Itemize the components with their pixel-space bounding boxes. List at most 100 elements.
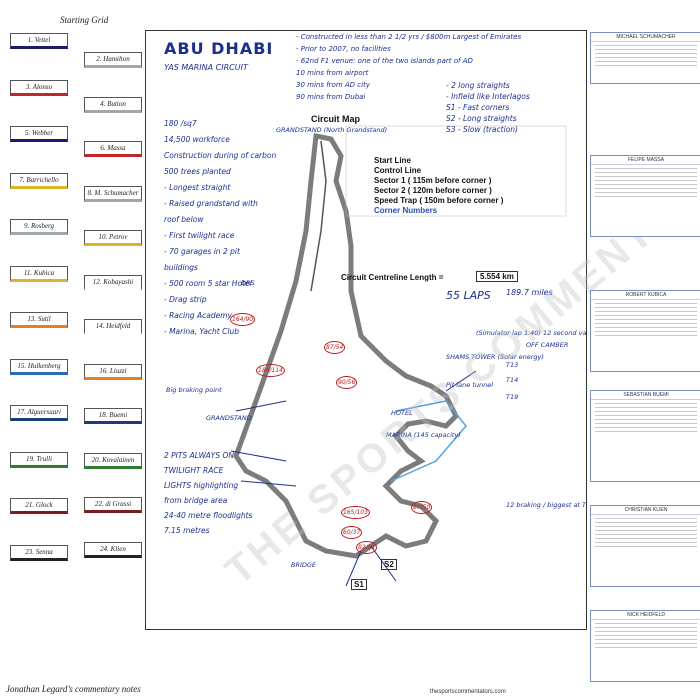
grid-position: 18. Buemi [84,408,142,424]
grid-position: 23. Senna [10,544,68,561]
driver-card: FELIPE MASSA [590,155,700,237]
driver-card-text-line [595,192,697,193]
driver-card-text-line [595,335,697,336]
left-note-line: - Longest straight [164,183,231,192]
top-note-line: 90 mins from Dubai [296,93,366,101]
legend-box [345,125,567,217]
bottom-note-line: from bridge area [164,496,228,505]
driver-card: SEBASTIAN BUEMI [590,390,700,482]
driver-card-text-line [595,526,697,527]
left-note-line: 14,500 workforce [164,135,230,144]
left-note-line: 500 trees planted [164,167,231,176]
grid-position: 17. Alguersuari [10,405,68,421]
grid-position: 15. Hulkenberg [10,358,68,375]
driver-card-text-line [595,168,697,169]
driver-card: CHRISTIAN KLIEN [590,505,700,587]
annotation-hotel: HOTEL [391,409,413,417]
driver-card-text-line [595,623,697,624]
annotation-t13: T13 [506,361,519,369]
pit-lane-line [310,140,327,292]
circuit-length-value: 5.554 km [476,271,518,282]
annotation-yas_tunnel: Pit lane tunnel [446,381,494,389]
grid-position: 14. Heidfeld [84,319,142,335]
right-note-line: - Infield like Interlagos [446,92,530,101]
right-note-line: S2 - Long straights [446,114,517,123]
grid-position: 10. Petrov [84,230,142,246]
speed-note: 165/103 [341,506,370,519]
top-note-line: - Constructed in less than 2 1/2 yrs / $… [296,33,522,41]
driver-card-text-line [595,323,697,324]
bottom-note-line: 7.15 metres [164,526,210,535]
speed-note: 184/114 [256,364,285,377]
speed-note: 82/51 [356,541,378,554]
driver-card-text-line [595,518,697,519]
annotation-braking: Big braking point [166,386,222,394]
driver-card: NICK HEIDFELD [590,610,700,682]
driver-card-title: ROBERT KUBICA [591,291,700,300]
speed-note: 164/90 [230,313,256,326]
top-note-line: - 62nd F1 venue: one of the two islands … [296,57,473,65]
grid-position: 12. Kobayashi [84,274,142,291]
driver-card-text-line [595,423,697,424]
legend-item: Corner Numbers [374,206,438,215]
notes-subtitle: YAS MARINA CIRCUIT [164,63,248,72]
driver-card-text-line [595,415,697,416]
footer-caption: Jonathan Legard’s commentary notes [6,684,141,694]
sector-1-marker: S1 [351,579,367,590]
blue-marina-route [390,400,467,482]
top-note-line: 30 mins from AD city [296,81,370,89]
driver-card-text-line [595,319,697,320]
driver-card-text-line [595,639,697,640]
grid-position: 24. Klien [84,541,142,558]
annotation-t14: T14 [506,376,519,384]
grid-position: 1. Vettel [10,33,68,49]
grid-position: 7. Barrichello [10,172,68,189]
right-note-line: S1 - Fast corners [446,103,510,112]
circuit-length-label: Circuit Centreline Length = [341,273,444,282]
left-note-line: 180 /sq7 [164,119,197,128]
left-note-line: - Marina, Yacht Club [164,327,239,336]
driver-card-title: FELIPE MASSA [591,156,700,165]
speed-note: 87/54 [324,341,346,354]
annotation-bridge: BRIDGE [291,561,317,569]
top-note-line: 10 mins from airport [296,69,369,77]
sector-2-marker: S2 [381,559,397,570]
driver-card-text-line [595,627,697,628]
grid-position: 11. Kubica [10,265,68,282]
annotation-braking2: 12 braking / biggest at T8 [506,501,587,509]
driver-card-text-line [595,45,697,46]
driver-card: MICHAEL SCHUMACHER [590,32,700,84]
driver-card-text-line [595,647,697,648]
annotation-grand: GRANDSTAND [206,414,252,422]
top-note-line: - Prior to 2007, no facilities [296,45,391,53]
circuit-map-drawing [230,125,567,587]
annotation-simulator: (Simulator lap 1.40) 12 second variation [476,329,587,337]
grid-position: 5. Webber [10,126,68,142]
driver-card-text-line [595,180,697,181]
driver-card-text-line [595,542,697,543]
driver-card-text-line [595,53,697,54]
bottom-note-line: TWILIGHT RACE [164,466,224,475]
grid-position: 16. Liuzzi [84,363,142,380]
legend-item: Control Line [374,166,422,175]
annotation-marina: MARINA (145 capacity) [386,431,461,439]
left-note-line: - First twilight race [164,231,235,240]
legend-item: Speed Trap ( 150m before corner ) [374,196,504,205]
grid-position: 19. Trulli [10,451,68,468]
driver-card-text-line [595,530,697,531]
grid-position: 3. Alonso [10,79,68,96]
driver-card-text-line [595,419,697,420]
driver-card-text-line [595,61,697,62]
left-note-line: - Racing Academy [164,311,232,320]
annotation-grandstand: GRANDSTAND (North Grandstand) [276,126,388,134]
speed-note: 60/37 [341,526,363,539]
grid-position: 13. Sutil [10,312,68,328]
circuit-track-outline [233,133,460,559]
notes-title: ABU DHABI [164,39,274,58]
grid-position: 20. Kovalainen [84,452,142,469]
driver-card-text-line [595,411,697,412]
speed-note: 90/56 [336,376,358,389]
left-note-line: - 70 garages in 2 pit [164,247,240,256]
annotation-offcamber: OFF CAMBER [526,341,569,349]
driver-card-text-line [595,196,697,197]
